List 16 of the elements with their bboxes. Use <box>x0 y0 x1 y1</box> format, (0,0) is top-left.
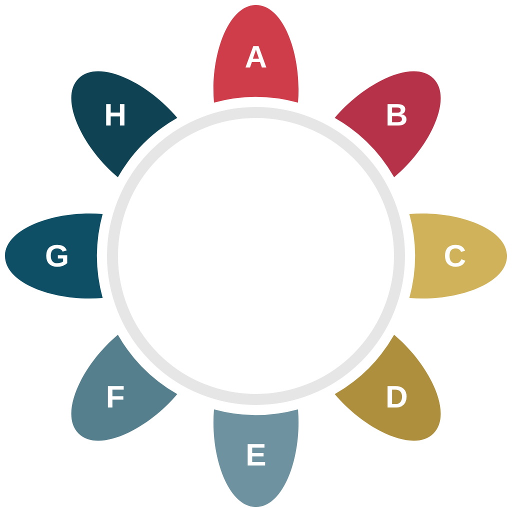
letter-label: D <box>386 381 408 412</box>
letter-label: G <box>44 240 70 272</box>
petal-shape <box>71 334 178 441</box>
letter-label: F <box>106 381 125 412</box>
letter-label: E <box>246 440 266 470</box>
petal-shape <box>213 409 299 507</box>
letter-label: A <box>244 42 268 72</box>
petal-shape <box>334 334 441 441</box>
petal-shape <box>334 71 441 178</box>
petal-shape <box>213 5 299 103</box>
petal-shape <box>409 213 507 299</box>
letter-label: B <box>386 100 408 131</box>
petal-shape <box>71 71 178 178</box>
letter-label: C <box>444 240 466 272</box>
letter-label: H <box>104 100 126 131</box>
petal-shape <box>5 213 103 299</box>
